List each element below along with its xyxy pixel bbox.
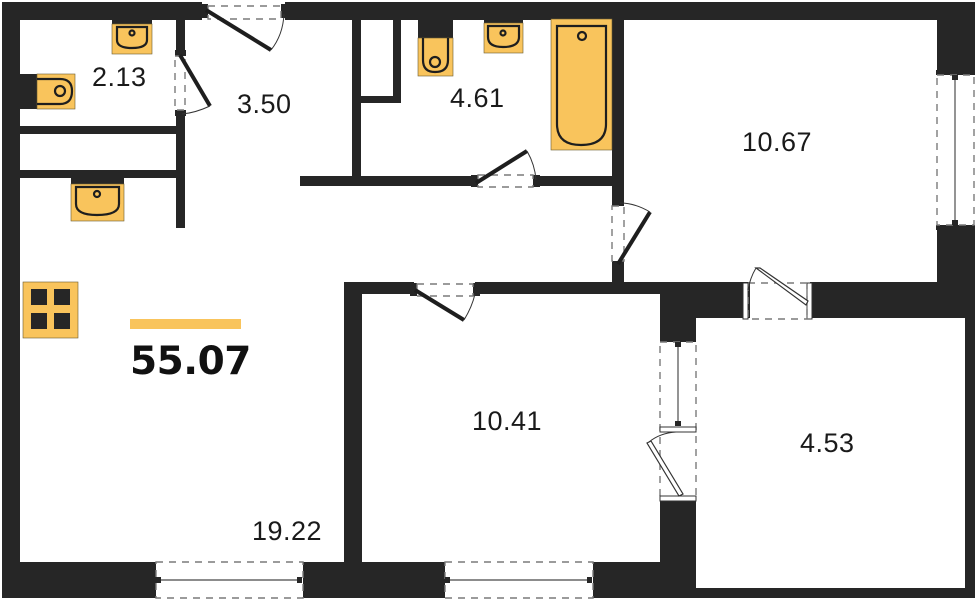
window-icon xyxy=(441,561,597,599)
total-area: 55.07 xyxy=(130,339,251,384)
room-area-room: 10.41 xyxy=(472,406,543,436)
sink-icon xyxy=(483,18,524,54)
bathtub-icon xyxy=(550,18,613,151)
window-icon xyxy=(742,267,813,320)
window-icon xyxy=(936,70,975,230)
door-icon xyxy=(201,4,288,52)
room-area-loggia: 4.53 xyxy=(800,428,855,458)
toilet-icon xyxy=(20,73,76,110)
door-icon xyxy=(611,200,652,267)
sink-icon xyxy=(70,178,125,222)
room-area-wc: 2.13 xyxy=(92,62,147,92)
window-icon xyxy=(646,337,697,502)
stove-icon xyxy=(22,281,79,339)
door-icon xyxy=(174,50,212,116)
door-icon xyxy=(471,149,540,188)
room-area-bedroom: 10.67 xyxy=(742,127,813,157)
total-area-accent-bar xyxy=(130,319,241,329)
door-icon xyxy=(410,283,480,322)
room-area-hallway: 3.50 xyxy=(237,89,292,119)
room-area-kitchen-living: 19.22 xyxy=(252,516,323,546)
toilet-icon xyxy=(417,18,454,77)
window-icon xyxy=(152,561,307,599)
room-area-bathroom: 4.61 xyxy=(450,83,505,113)
sink-icon xyxy=(111,18,153,55)
